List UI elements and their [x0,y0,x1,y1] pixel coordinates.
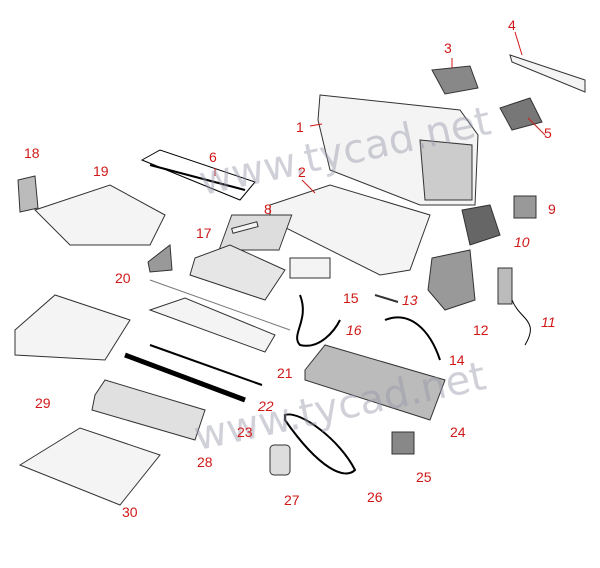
part-28 [91,379,206,441]
part-13 [374,294,399,303]
part-12 [427,249,476,311]
part-29-tray [14,294,131,361]
callout-27: 27 [284,492,300,508]
callout-10: 10 [514,234,530,250]
part-10 [461,204,501,246]
callout-23: 23 [237,424,253,440]
callout-15: 15 [343,290,359,306]
callout-25: 25 [416,469,432,485]
callout-30: 30 [122,504,138,520]
part-20 [147,244,173,273]
callout-4: 4 [508,17,516,33]
part-14-cable [384,316,441,361]
part-11-board [497,267,513,305]
part-8 [231,221,259,234]
callout-3: 3 [444,40,452,56]
callout-8: 8 [264,201,272,217]
part-27 [269,444,291,476]
callout-26: 26 [367,489,383,505]
callout-16: 16 [346,322,362,338]
callout-24: 24 [450,424,466,440]
part-26-belt [284,413,357,475]
part-25 [391,431,415,455]
callout-2: 2 [298,164,306,180]
part-16-cable [296,294,341,347]
callout-22: 22 [258,398,274,414]
callout-17: 17 [196,225,212,241]
part-24 [304,344,446,421]
part-roller [124,352,246,403]
callout-20: 20 [115,270,131,286]
part-21-bar [148,297,276,353]
callout-13: 13 [402,292,418,308]
part-19-tray [34,184,166,246]
part-30-tray [18,427,161,506]
callout-14: 14 [449,352,465,368]
callout-12: 12 [473,322,489,338]
callout-18: 18 [24,145,40,161]
callout-5: 5 [544,125,552,141]
callout-19: 19 [93,163,109,179]
part-18 [17,175,39,213]
callout-21: 21 [277,365,293,381]
callout-1: 1 [296,119,304,135]
part-assembly-6 [140,149,256,201]
callout-6: 6 [209,149,217,165]
callout-29: 29 [35,395,51,411]
part-15 [289,257,331,279]
part-9 [513,195,537,219]
part-board-3 [431,65,479,95]
callout-11: 11 [541,314,556,330]
part-17 [189,244,286,301]
callout-9: 9 [548,201,556,217]
callout-28: 28 [197,454,213,470]
part-rail-4 [509,54,586,93]
